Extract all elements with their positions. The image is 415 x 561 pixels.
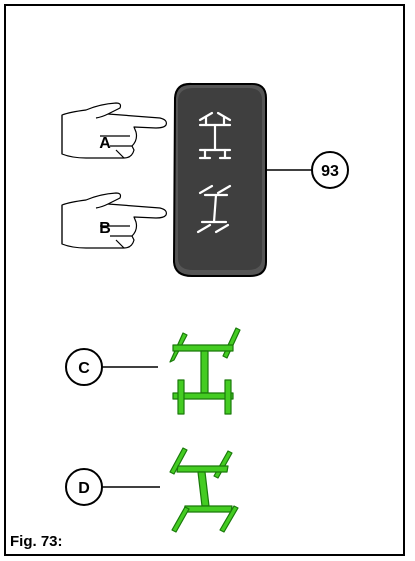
pointing-hand-a <box>61 102 167 159</box>
figure-caption: Fig. 73: <box>10 533 63 550</box>
crab-steering-indicator-icon <box>169 447 239 533</box>
four-wheel-steering-indicator-icon <box>169 327 241 415</box>
callout-a: A <box>99 135 111 152</box>
switch-reference-number: 93 <box>321 163 339 180</box>
four-wheel-steering-icon <box>198 111 232 160</box>
rocker-switch <box>172 82 267 277</box>
callout-c-group: C <box>65 348 158 386</box>
callout-d: D <box>78 480 90 497</box>
switch-reference-callout: 93 <box>266 151 349 189</box>
callout-c: C <box>78 360 90 377</box>
callout-d-group: D <box>65 468 160 506</box>
pointing-hand-b <box>61 192 167 249</box>
callout-b: B <box>99 220 111 237</box>
crab-steering-icon <box>196 184 232 234</box>
